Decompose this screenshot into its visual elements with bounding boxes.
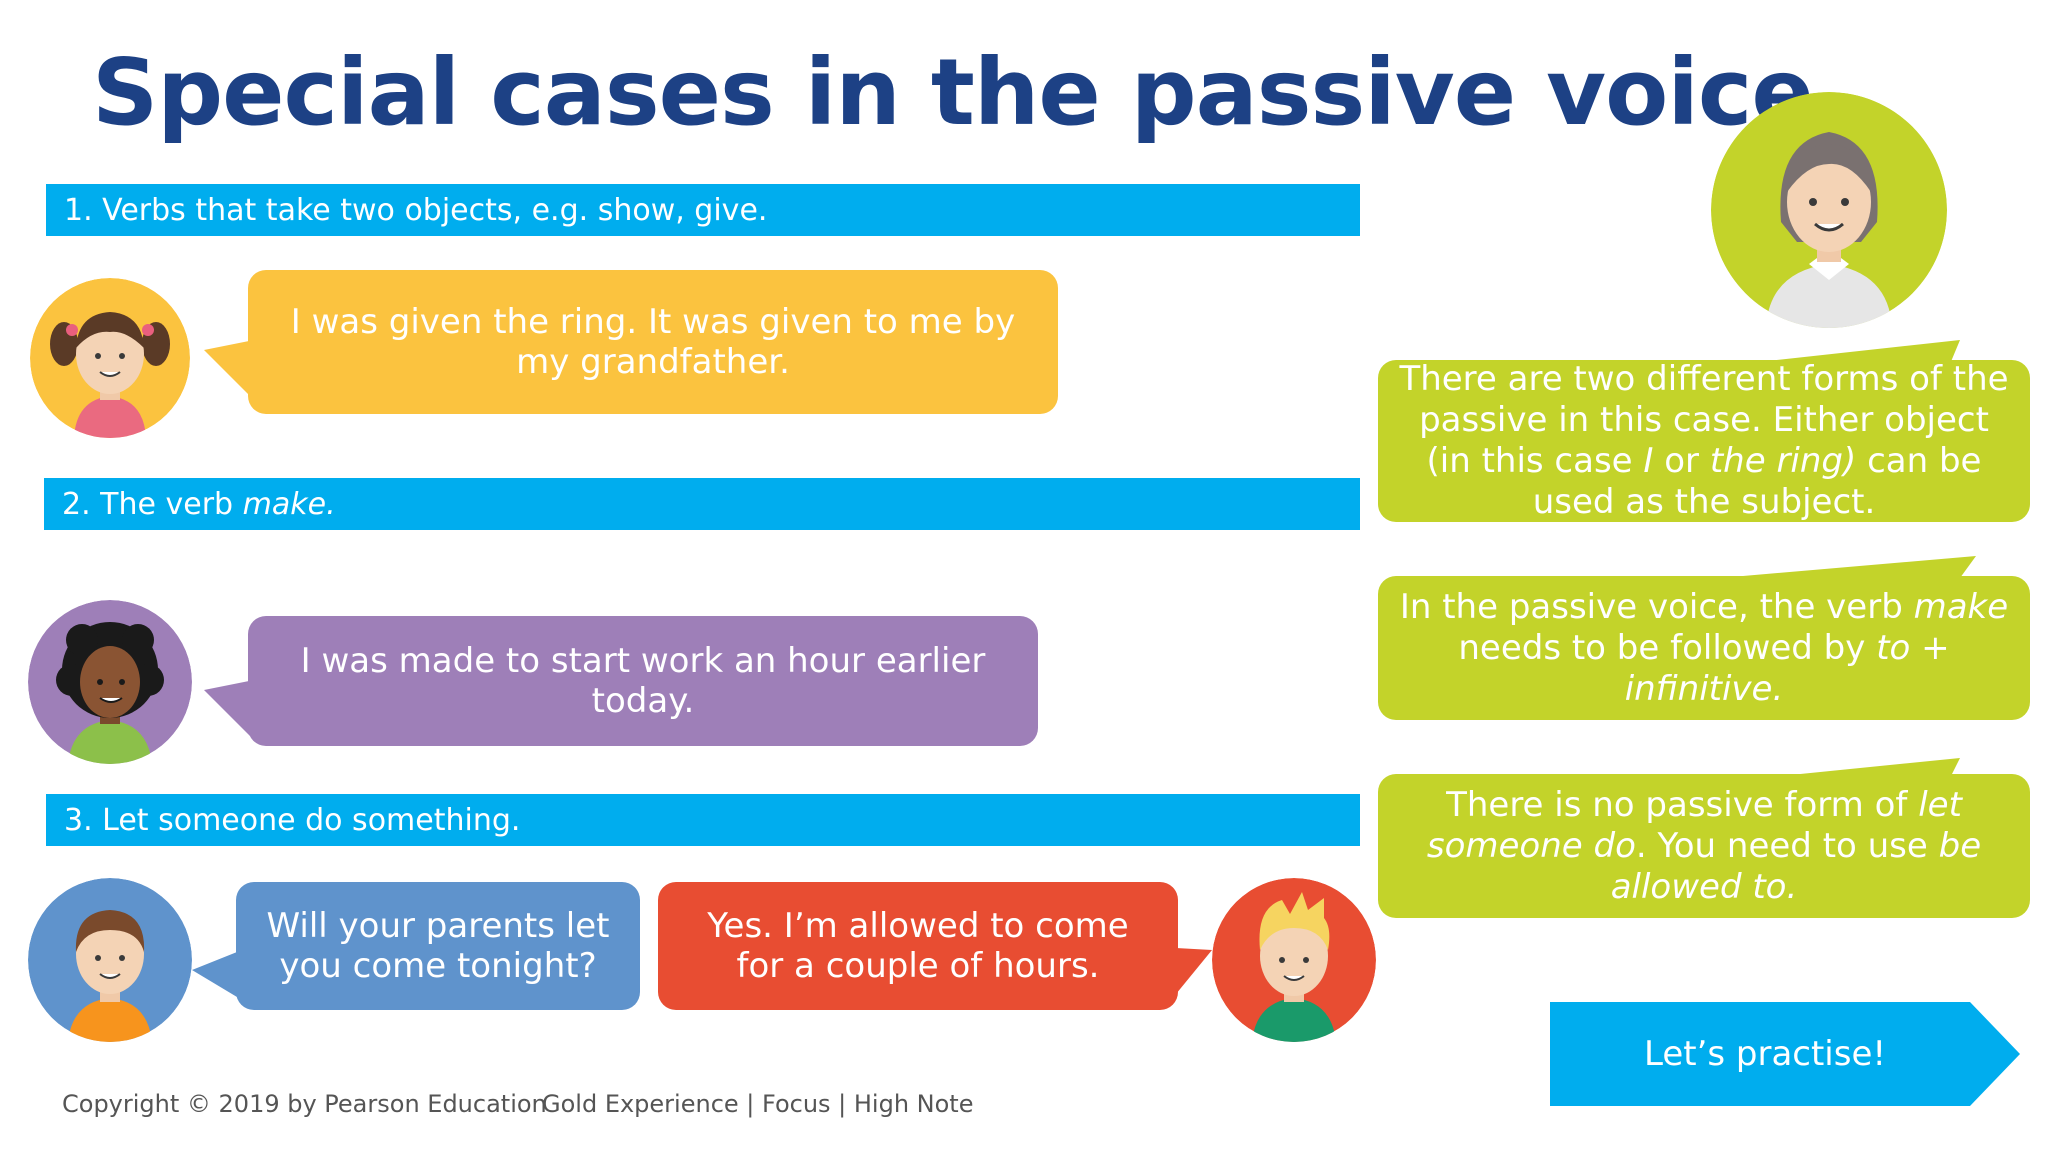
section-band-2-label: 2. The verb bbox=[62, 486, 243, 522]
girl-pigtails-avatar-icon bbox=[30, 278, 190, 438]
lets-practise-label: Let’s practise! bbox=[1643, 1034, 1887, 1074]
page-title: Special cases in the passive voice bbox=[92, 39, 1814, 146]
speech-bubble-4: Yes. I’m allowed to come for a couple of… bbox=[658, 882, 1178, 1010]
section-band-2-italic: make. bbox=[242, 486, 336, 522]
speech-tail-icon bbox=[1176, 948, 1212, 994]
section-band-3-label: 3. Let someone do something. bbox=[64, 802, 521, 838]
section-band-3: 3. Let someone do something. bbox=[46, 794, 1360, 846]
arrow-shape-icon bbox=[1550, 1002, 2020, 1106]
speech-bubble-1: I was given the ring. It was given to me… bbox=[248, 270, 1058, 414]
section-band-2: 2. The verb make. bbox=[44, 478, 1360, 530]
speech-bubble-4-text: Yes. I’m allowed to come for a couple of… bbox=[707, 906, 1129, 986]
speech-tail-icon bbox=[204, 680, 254, 740]
speech-bubble-3: Will your parents let you come tonight? bbox=[236, 882, 640, 1010]
note-bubble-2: In the passive voice, the verb make need… bbox=[1378, 576, 2030, 720]
speech-bubble-1-text: I was given the ring. It was given to me… bbox=[290, 302, 1016, 382]
woman-curly-hair-avatar-icon bbox=[28, 600, 192, 764]
boy-avatar-icon bbox=[28, 878, 192, 1042]
speech-tail-icon bbox=[1760, 758, 1960, 778]
speech-bubble-2-text: I was made to start work an hour earlier… bbox=[300, 641, 986, 721]
blond-boy-avatar-icon bbox=[1212, 878, 1376, 1042]
speech-tail-icon bbox=[1740, 340, 1960, 364]
teacher-avatar-icon bbox=[1711, 92, 1947, 328]
speech-bubble-2: I was made to start work an hour earlier… bbox=[248, 616, 1038, 746]
lets-practise-button[interactable]: Let’s practise! bbox=[1550, 1002, 2020, 1106]
speech-tail-icon bbox=[1720, 556, 1976, 578]
speech-bubble-3-text: Will your parents let you come tonight? bbox=[266, 906, 610, 986]
note-bubble-3: There is no passive form of let someone … bbox=[1378, 774, 2030, 918]
copyright-text: Copyright © 2019 by Pearson Education bbox=[62, 1090, 547, 1118]
product-names-text: Gold Experience | Focus | High Note bbox=[542, 1090, 974, 1118]
speech-tail-icon bbox=[204, 340, 254, 400]
note-bubble-1-text: There are two different forms of the pas… bbox=[1399, 359, 2009, 522]
note-bubble-2-text: In the passive voice, the verb make need… bbox=[1399, 586, 2009, 709]
section-band-1: 1. Verbs that take two objects, e.g. sho… bbox=[46, 184, 1360, 236]
note-bubble-1: There are two different forms of the pas… bbox=[1378, 359, 2030, 522]
speech-tail-icon bbox=[192, 950, 242, 1000]
note-bubble-3-text: There is no passive form of let someone … bbox=[1426, 784, 1982, 907]
section-band-1-label: 1. Verbs that take two objects, e.g. sho… bbox=[64, 192, 768, 228]
